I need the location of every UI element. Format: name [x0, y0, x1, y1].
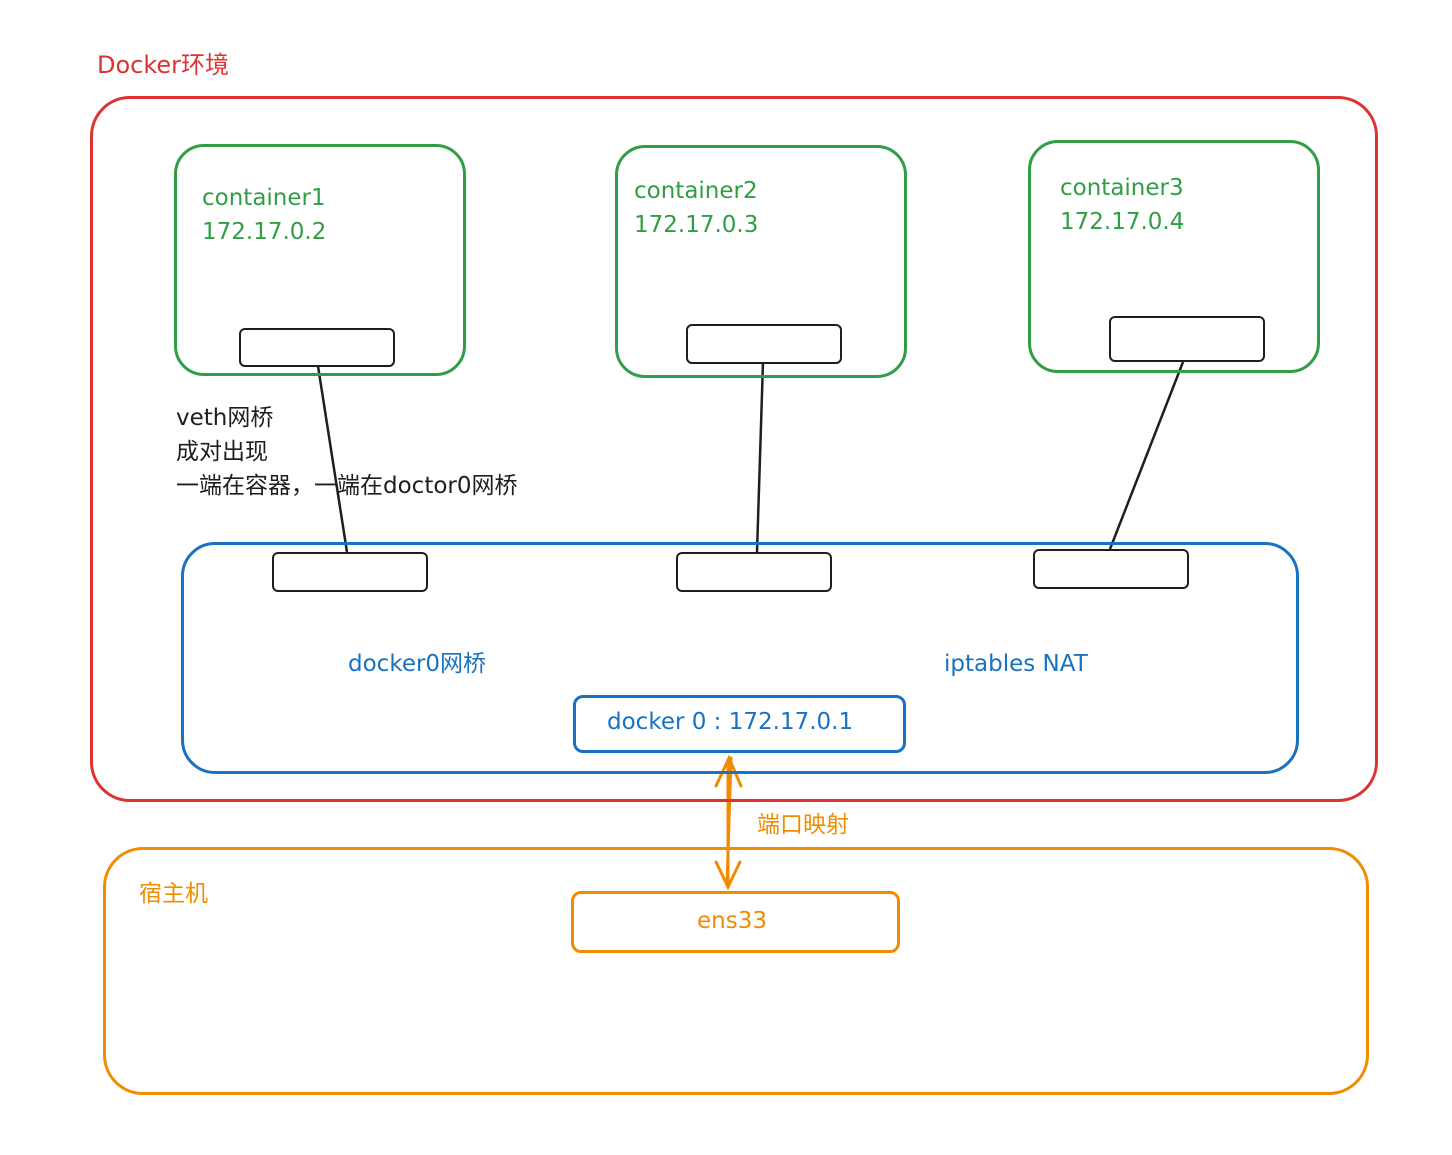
- container-1-veth-port: [239, 328, 395, 367]
- docker0-interface: [573, 695, 906, 753]
- docker0-bridge: [181, 542, 1299, 774]
- veth-link-2: [755, 361, 765, 553]
- docker-env-label: Docker环境: [97, 51, 230, 79]
- container-2-veth-port: [686, 324, 842, 364]
- container-3-ip: 172.17.0.4: [1060, 209, 1185, 235]
- bridge-veth-port-3: [1033, 549, 1189, 589]
- container-3-veth-port: [1109, 316, 1265, 362]
- container-2: [615, 145, 907, 378]
- docker0-bridge-label: docker0网桥: [348, 651, 487, 677]
- veth-note-line-3: 一端在容器，一端在doctor0网桥: [176, 473, 518, 499]
- veth-link-3: [1108, 361, 1185, 550]
- container-3-name: container3: [1060, 175, 1184, 201]
- container-2-name: container2: [634, 178, 758, 204]
- bridge-veth-port-2: [676, 552, 832, 592]
- port-mapping-arrow: [714, 754, 743, 891]
- bridge-veth-port-1: [272, 552, 428, 592]
- docker0-interface-label: docker 0 : 172.17.0.1: [607, 709, 854, 735]
- host-label: 宿主机: [139, 881, 208, 907]
- container-1-ip: 172.17.0.2: [202, 219, 327, 245]
- veth-note-line-2: 成对出现: [176, 439, 268, 465]
- container-1-name: container1: [202, 185, 326, 211]
- docker-env-frame: [90, 96, 1378, 802]
- port-mapping-label: 端口映射: [757, 812, 849, 838]
- container-1: [174, 144, 466, 376]
- veth-link-1: [316, 365, 349, 553]
- container-3: [1028, 140, 1320, 373]
- ens33-interface-label: ens33: [697, 908, 767, 934]
- ens33-interface: [571, 891, 900, 953]
- veth-note-line-1: veth网桥: [176, 405, 274, 431]
- host-frame: [103, 847, 1369, 1095]
- container-2-ip: 172.17.0.3: [634, 212, 759, 238]
- iptables-nat-label: iptables NAT: [944, 651, 1088, 677]
